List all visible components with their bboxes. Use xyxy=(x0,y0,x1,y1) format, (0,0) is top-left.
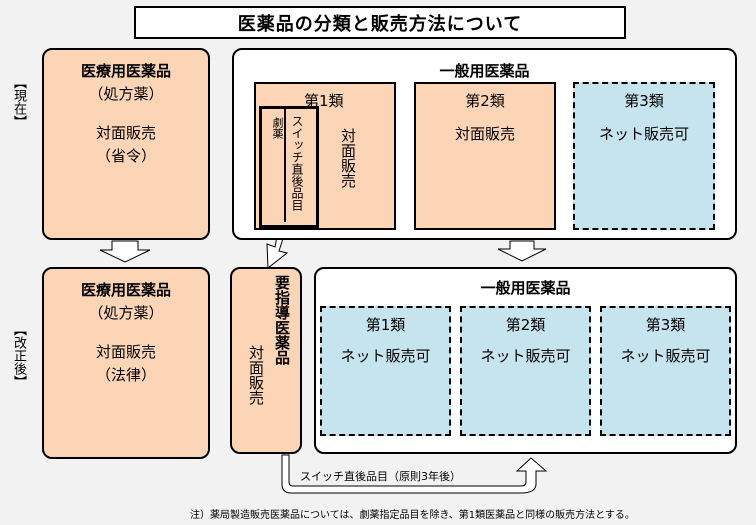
footnote: 注）薬局製造販売医薬品については、劇薬指定品目を除き、第1類医薬品と同様の販売方… xyxy=(190,510,635,521)
current-prescription-heading: 医療用医薬品 xyxy=(80,62,171,80)
current-prescription-method: 対面販売 xyxy=(95,124,156,142)
revised-class2-label: 第2類 xyxy=(505,316,546,334)
revised-class1-method: ネット販売可 xyxy=(340,347,431,365)
current-class3-label: 第3類 xyxy=(624,92,664,110)
current-class1-label: 第1類 xyxy=(304,92,344,110)
revised-prescription-heading: 医療用医薬品 xyxy=(80,281,171,299)
revised-otc-heading: 一般用医薬品 xyxy=(480,279,571,297)
current-class3-method: ネット販売可 xyxy=(598,125,689,143)
revised-class2-box: 第2類 ネット販売可 xyxy=(460,306,591,436)
revised-class3-method: ネット販売可 xyxy=(620,347,711,365)
revised-class3-box: 第3類 ネット販売可 xyxy=(600,306,731,436)
revised-class1-label: 第1類 xyxy=(365,316,406,334)
revised-prescription-sub: （処方薬） xyxy=(88,304,164,322)
switch-note: スイッチ直後品目（原則3年後） xyxy=(300,470,461,483)
current-prescription-basis: （省令） xyxy=(95,147,156,165)
revised-guidance-heading: 要指導医薬品 xyxy=(273,275,291,365)
down-arrow-prescription xyxy=(99,240,151,263)
revised-label: 【改正後】 xyxy=(11,322,26,388)
current-class1-powerful: 劇薬 xyxy=(271,117,284,139)
revised-guidance-method: 対面販売 xyxy=(247,345,265,405)
current-class3-box: 第3類 ネット販売可 xyxy=(573,82,715,230)
current-class1-divider xyxy=(284,106,286,222)
current-class2-box: 第2類 対面販売 xyxy=(414,82,556,230)
down-arrow-otc xyxy=(497,240,547,262)
revised-prescription-box: 医療用医薬品 （処方薬） 対面販売 （法律） xyxy=(42,267,210,459)
current-otc-heading: 一般用医薬品 xyxy=(439,62,530,80)
revised-prescription-basis: （法律） xyxy=(95,366,156,384)
revised-class1-box: 第1類 ネット販売可 xyxy=(320,306,451,436)
current-label: 【現在】 xyxy=(11,76,26,128)
current-class2-label: 第2類 xyxy=(465,92,505,110)
page-title: 医薬品の分類と販売方法について xyxy=(134,6,626,39)
revised-guidance-box: 要指導医薬品 対面販売 xyxy=(230,267,302,454)
revised-class3-label: 第3類 xyxy=(645,316,686,334)
revised-class2-method: ネット販売可 xyxy=(480,347,571,365)
current-class1-subbox: 劇薬 スイッチ直後品目 xyxy=(259,106,319,228)
current-class2-method: 対面販売 xyxy=(454,125,515,143)
revised-prescription-method: 対面販売 xyxy=(95,343,156,361)
current-prescription-sub: （処方薬） xyxy=(88,85,164,103)
curved-arrow-switch xyxy=(281,454,548,494)
current-class1-switch: スイッチ直後品目 xyxy=(290,115,304,211)
current-prescription-box: 医療用医薬品 （処方薬） 対面販売 （省令） xyxy=(42,48,210,240)
current-class1-method: 対面販売 xyxy=(339,128,357,188)
